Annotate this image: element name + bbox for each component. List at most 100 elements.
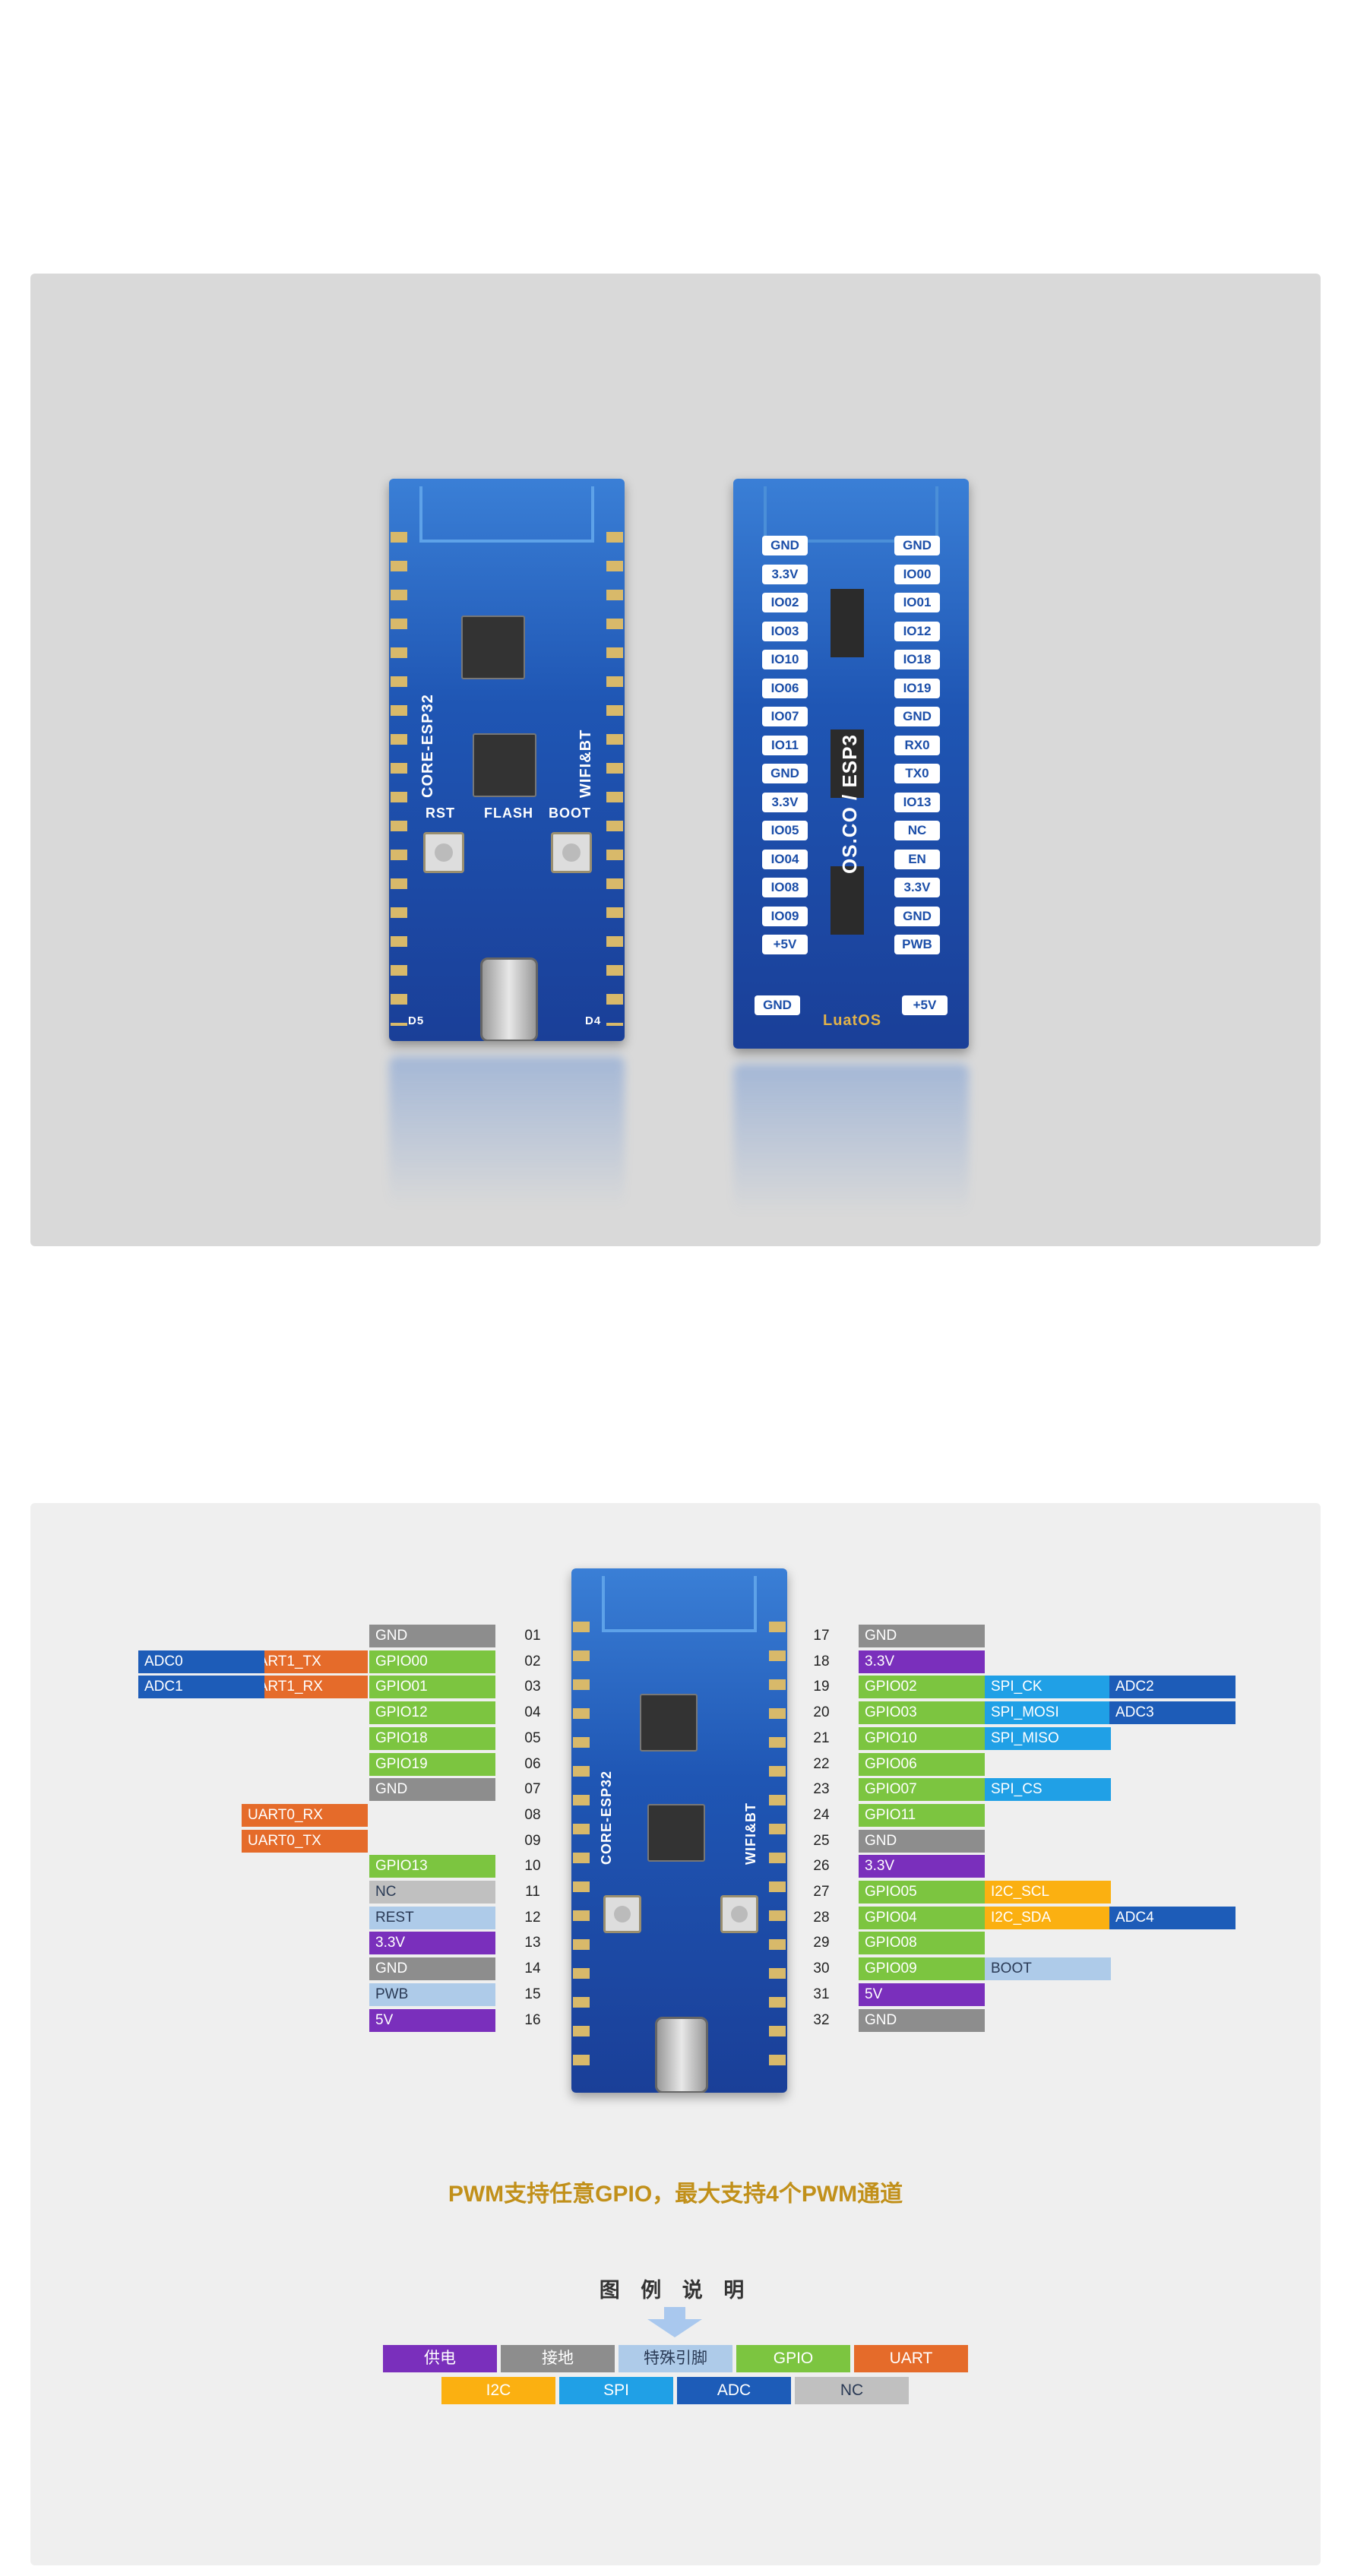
pin-function-power: 3.3V xyxy=(369,1932,495,1955)
pin-number: 17 xyxy=(813,1628,830,1644)
pin-number: 25 xyxy=(813,1832,830,1849)
pin-function-uart: UART0_TX xyxy=(242,1829,368,1853)
legend-item-nc: NC xyxy=(795,2377,909,2404)
back-board-reflection xyxy=(733,1064,969,1216)
pin-number: 14 xyxy=(524,1960,541,1977)
pin-number: 07 xyxy=(524,1781,541,1798)
pin-function-power: 5V xyxy=(369,2008,495,2032)
pin-function-gpio: GPIO12 xyxy=(369,1701,495,1725)
pin-function-gpio: GPIO19 xyxy=(369,1752,495,1776)
pin-function-power: 3.3V xyxy=(859,1855,985,1878)
pwm-note: PWM支持任意GPIO，最大支持4个PWM通道 xyxy=(448,2182,903,2207)
pinout-wifi-label: WIFI&BT xyxy=(743,1802,758,1865)
pin-function-gnd: GND xyxy=(859,1625,985,1647)
back-vertical-text: OS.CO / ESP3 xyxy=(838,734,861,874)
pin-number: 30 xyxy=(813,1960,830,1977)
back-pin-label: IO07 xyxy=(762,707,808,726)
back-pin-label: IO01 xyxy=(894,593,940,612)
back-pin-label: 3.3V xyxy=(894,878,940,897)
pin-number: 15 xyxy=(524,1986,541,2002)
led-d5-label: D5 xyxy=(408,1014,425,1027)
pin-function-gpio: GPIO07 xyxy=(859,1778,985,1802)
rst-label: RST xyxy=(426,805,455,821)
pin-function-spi: SPI_MOSI xyxy=(985,1701,1111,1725)
arrow-down-icon xyxy=(647,2307,702,2337)
pin-number: 01 xyxy=(524,1628,541,1644)
pin-number: 03 xyxy=(524,1679,541,1695)
back-pin-label: 3.3V xyxy=(762,792,808,812)
pin-function-gpio: GPIO00 xyxy=(369,1650,495,1673)
boot-button xyxy=(551,832,592,873)
back-pin-label: GND xyxy=(894,906,940,926)
back-pin-label: IO10 xyxy=(762,650,808,669)
back-pin-label: IO08 xyxy=(762,878,808,897)
legend-item-spi: SPI xyxy=(559,2377,673,2404)
back-pin-label: GND xyxy=(894,536,940,555)
pin-number: 29 xyxy=(813,1935,830,1951)
pin-function-gpio: GPIO10 xyxy=(859,1726,985,1750)
back-pin-label: RX0 xyxy=(894,735,940,755)
back-pin-label: IO12 xyxy=(894,621,940,641)
pin-function-special: BOOT xyxy=(985,1957,1111,1981)
pin-number: 24 xyxy=(813,1806,830,1823)
pin-function-adc: ADC0 xyxy=(138,1650,264,1673)
back-pin-label: TX0 xyxy=(894,764,940,783)
back-pin-label: IO05 xyxy=(762,821,808,840)
pin-function-adc: ADC4 xyxy=(1109,1906,1236,1929)
front-board-reflection xyxy=(389,1056,625,1208)
back-pin-label: IO19 xyxy=(894,678,940,698)
back-pin-label: IO02 xyxy=(762,593,808,612)
pin-function-gnd: GND xyxy=(859,1829,985,1853)
pin-function-gpio: GPIO18 xyxy=(369,1726,495,1750)
esp32-chip xyxy=(461,616,525,679)
pin-function-gpio: GPIO01 xyxy=(369,1676,495,1699)
pin-function-spi: SPI_CK xyxy=(985,1676,1111,1699)
pin-function-special: PWB xyxy=(369,1983,495,2006)
pin-function-power: 3.3V xyxy=(859,1650,985,1673)
board-title: CORE-ESP32 xyxy=(419,694,436,798)
pin-number: 23 xyxy=(813,1781,830,1798)
pin-function-gnd: GND xyxy=(369,1778,495,1802)
back-pin-label: IO13 xyxy=(894,792,940,812)
pin-number: 16 xyxy=(524,2011,541,2028)
pin-function-uart: UART0_RX xyxy=(242,1803,368,1827)
front-board-image: CORE-ESP32 WIFI&BT RST FLASH BOOT D5 D4 xyxy=(389,479,625,1041)
flash-chip xyxy=(473,733,536,797)
pin-number: 10 xyxy=(524,1858,541,1875)
pin-function-adc: ADC1 xyxy=(138,1676,264,1699)
back-pin-label: IO18 xyxy=(894,650,940,669)
back-pin-label: IO00 xyxy=(894,564,940,584)
flash-label: FLASH xyxy=(484,805,533,821)
legend-item-gnd: 接地 xyxy=(501,2345,615,2372)
pin-function-special: REST xyxy=(369,1906,495,1929)
pin-function-i2c: I2C_SDA xyxy=(985,1906,1111,1929)
pin-function-gpio: GPIO13 xyxy=(369,1855,495,1878)
back-pin-label: IO06 xyxy=(762,678,808,698)
rst-button xyxy=(423,832,464,873)
pin-number: 19 xyxy=(813,1679,830,1695)
pin-number: 32 xyxy=(813,2011,830,2028)
back-bottom-right-pin: +5V xyxy=(902,995,948,1015)
pin-number: 04 xyxy=(524,1704,541,1721)
pin-number: 06 xyxy=(524,1755,541,1772)
led-d4-label: D4 xyxy=(585,1014,602,1027)
usb-c-port xyxy=(480,957,538,1041)
pin-number: 27 xyxy=(813,1884,830,1900)
boot-label: BOOT xyxy=(549,805,591,821)
pin-number: 05 xyxy=(524,1729,541,1746)
pin-function-gpio: GPIO11 xyxy=(859,1803,985,1827)
pin-function-gnd: GND xyxy=(859,2008,985,2032)
back-pin-label: GND xyxy=(762,536,808,555)
pin-function-gpio: GPIO06 xyxy=(859,1752,985,1776)
back-pin-label: IO04 xyxy=(762,849,808,869)
legend-title: 图 例 说 明 xyxy=(599,2279,752,2302)
pinout-board-image: CORE-ESP32 WIFI&BT xyxy=(571,1568,787,2093)
legend-item-special: 特殊引脚 xyxy=(619,2345,732,2372)
back-pin-label: NC xyxy=(894,821,940,840)
pinout-board-title: CORE-ESP32 xyxy=(599,1770,614,1865)
pcb-antenna xyxy=(419,486,594,543)
pin-number: 08 xyxy=(524,1806,541,1823)
pin-function-spi: SPI_MISO xyxy=(985,1726,1111,1750)
pin-number: 13 xyxy=(524,1935,541,1951)
pin-function-gpio: GPIO05 xyxy=(859,1881,985,1904)
